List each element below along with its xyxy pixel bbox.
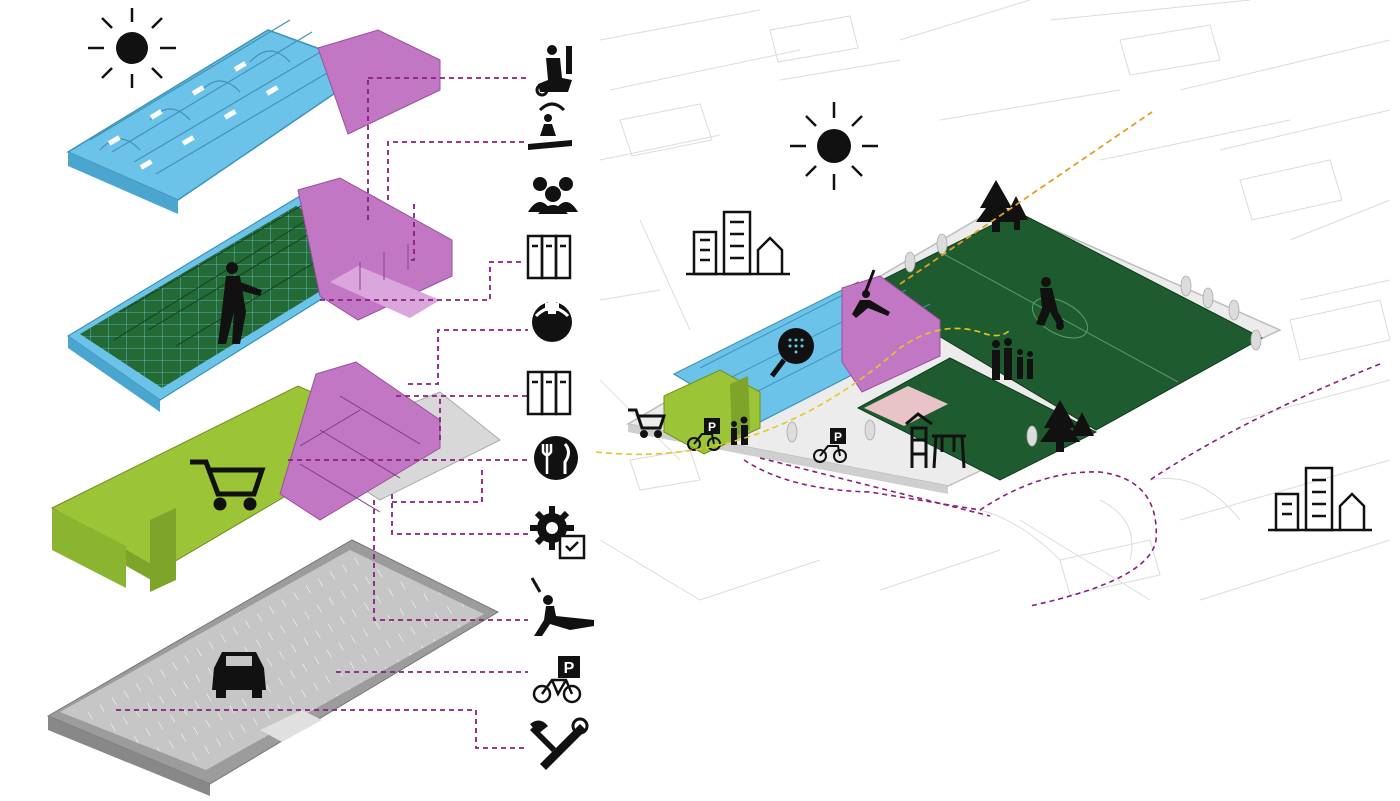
playground-icon (905, 412, 966, 469)
parking-label: P (834, 430, 842, 444)
program-icon-column: P (526, 45, 594, 770)
shopping-cart-icon (628, 408, 667, 438)
physiotherapy-icon (528, 102, 572, 150)
program-connectors (116, 77, 530, 749)
sun-icon (88, 8, 176, 88)
pedestrian-route-line (743, 363, 1381, 607)
poplar-trees (786, 233, 1262, 447)
padel-player-icon (218, 262, 262, 344)
management-icon (530, 506, 586, 560)
parking-icon: P (813, 428, 847, 463)
sun-icon (790, 102, 878, 190)
medical-icon (532, 300, 572, 342)
parking-layer (46, 539, 500, 796)
padel-racket-icon (770, 328, 814, 378)
parking-label: P (564, 660, 575, 677)
city-buildings-icon (1268, 466, 1372, 532)
retail-layer (50, 361, 501, 592)
parking-icon: P (532, 656, 582, 704)
walkers-icon (731, 416, 748, 445)
tree-icon (1040, 400, 1094, 452)
family-icon (992, 338, 1033, 380)
roof-layer (66, 19, 441, 214)
football-player-icon (1036, 277, 1064, 330)
city-buildings-icon (686, 210, 790, 276)
tree-icon (976, 180, 1028, 232)
restaurant-icon (534, 436, 578, 480)
lockers-icon (526, 370, 572, 416)
community-icon (528, 177, 578, 214)
parking-label: P (708, 420, 716, 434)
car-icon (212, 652, 266, 698)
yoga-icon (530, 577, 594, 636)
gym-icon (535, 45, 572, 97)
shopping-cart-icon (190, 459, 266, 511)
courts-layer (66, 177, 453, 412)
yellow-route-line (595, 327, 1011, 456)
maintenance-icon (530, 717, 589, 770)
site-plan: P P (595, 111, 1381, 607)
yoga-figure-icon (852, 269, 890, 318)
sun-path-line (899, 111, 1153, 285)
lockers-icon (526, 234, 572, 280)
context-map (599, 0, 1391, 601)
